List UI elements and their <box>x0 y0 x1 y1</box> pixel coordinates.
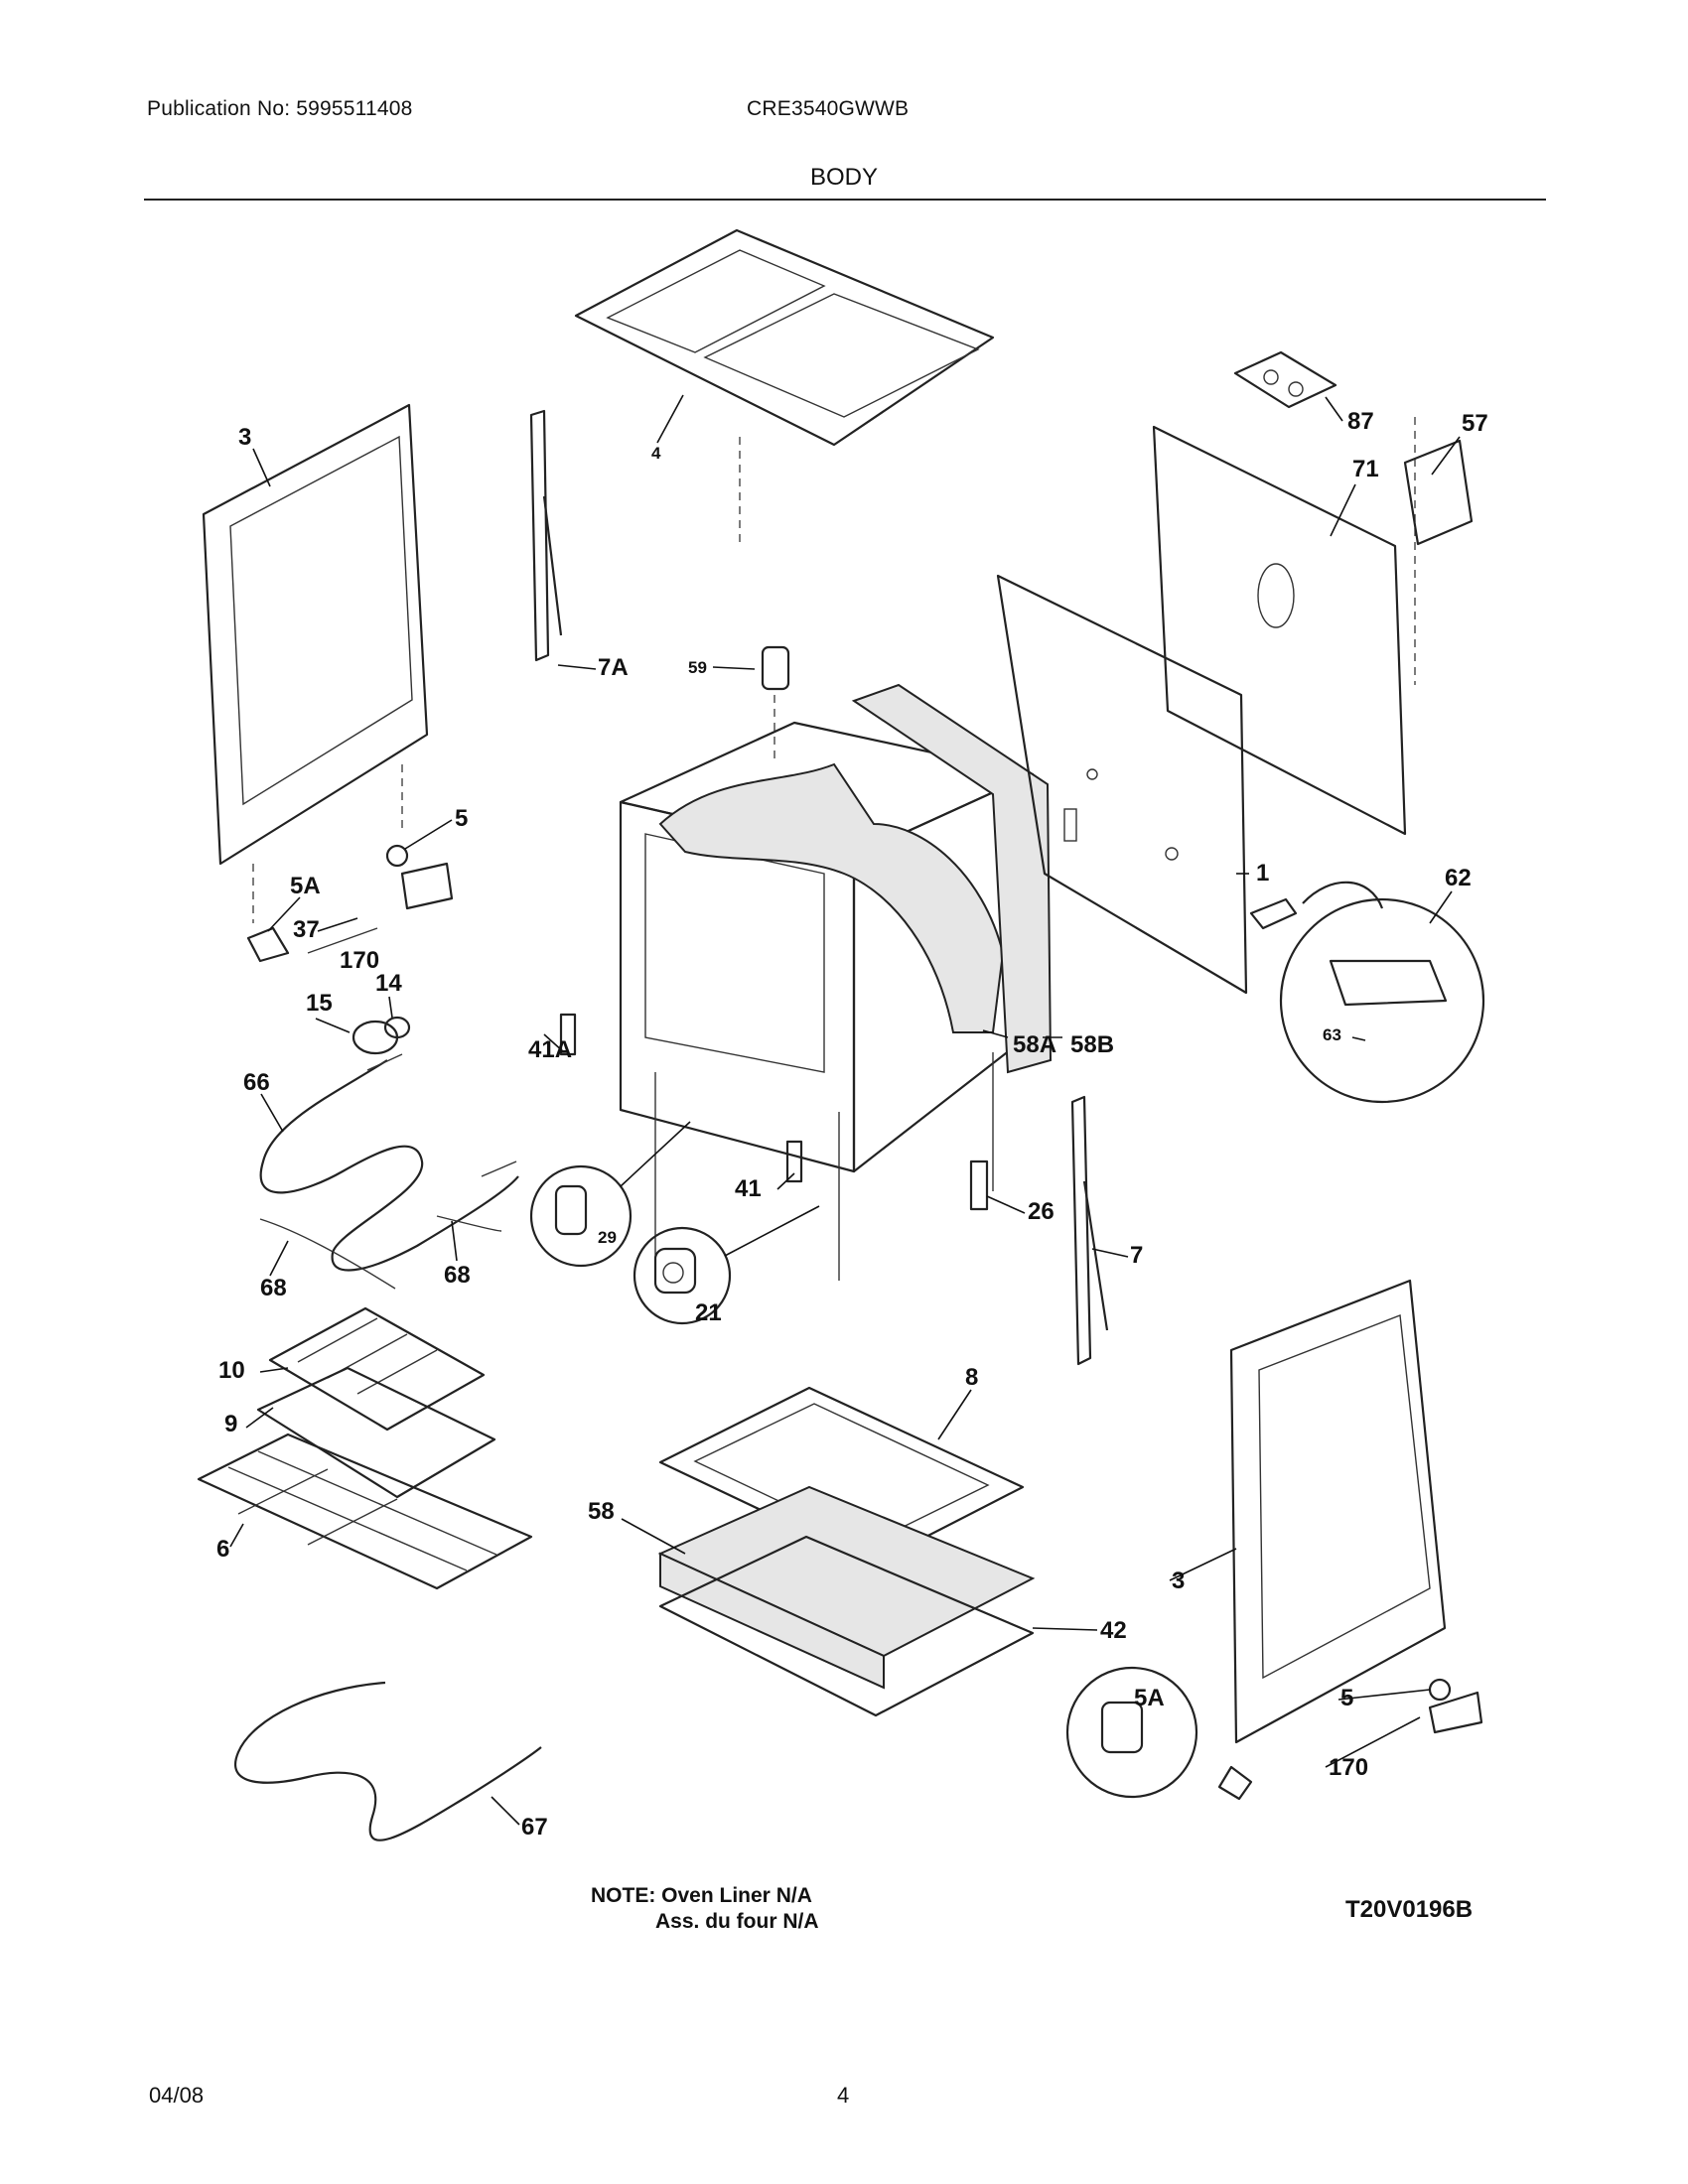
gasket-part <box>1233 350 1337 409</box>
page-number: 4 <box>837 2083 850 2108</box>
broil-element-part <box>259 1053 519 1272</box>
publication-number: Publication No: 5995511408 <box>147 97 413 120</box>
left-hinge-part <box>529 409 563 662</box>
rear-cover-part <box>1152 417 1416 836</box>
bracket-41-part <box>785 1140 803 1183</box>
callout-label: 57 <box>1462 410 1488 437</box>
callout-label: 9 <box>224 1411 237 1437</box>
insulation-pad-part <box>657 1485 1036 1690</box>
broiler-insert-part <box>268 1306 486 1432</box>
oven-liner-note-en: NOTE: Oven Liner N/A <box>591 1884 812 1907</box>
connector-inset-21 <box>633 1205 820 1325</box>
header-divider <box>144 199 1546 201</box>
callout-label: 21 <box>695 1299 722 1326</box>
oven-rack-part <box>197 1433 533 1590</box>
callout-label: 10 <box>218 1357 245 1384</box>
back-panel-part <box>996 574 1248 995</box>
top-cover-part <box>574 228 995 548</box>
page-title: BODY <box>809 164 878 191</box>
callout-label: 58 <box>588 1498 615 1525</box>
broiler-pan-part <box>256 1366 496 1499</box>
callout-label: 5 <box>455 805 468 832</box>
callout-label: 66 <box>243 1069 270 1096</box>
callout-label: 170 <box>1329 1754 1368 1781</box>
callout-label: 58B <box>1070 1031 1114 1058</box>
diagram-code: T20V0196B <box>1345 1896 1474 1923</box>
connector-inset-29 <box>529 1121 691 1268</box>
callout-label: 29 <box>598 1228 617 1247</box>
callout-label: 87 <box>1347 408 1374 435</box>
callout-label: 15 <box>306 990 333 1017</box>
callout-label: 6 <box>216 1536 229 1563</box>
callout-label: 7A <box>598 654 629 681</box>
left-side-panel-part <box>202 403 429 923</box>
callout-label: 58A <box>1013 1031 1056 1058</box>
callout-label: 7 <box>1130 1242 1143 1269</box>
callout-label: 67 <box>521 1814 548 1841</box>
callout-label: 170 <box>340 947 379 974</box>
right-side-panel-part <box>1229 1279 1447 1744</box>
callout-label: 26 <box>1028 1198 1055 1225</box>
callout-label: 42 <box>1100 1617 1127 1644</box>
callout-label: 37 <box>293 916 320 943</box>
model-number: CRE3540GWWB <box>747 97 910 120</box>
callout-label: 59 <box>688 658 707 677</box>
leveling-leg-inset <box>1065 1666 1253 1801</box>
bracket-41a-part <box>559 1013 577 1056</box>
footer-date: 04/08 <box>149 2083 205 2108</box>
right-leg-part <box>1428 1678 1483 1734</box>
callout-label: 41A <box>528 1036 572 1063</box>
callout-label: 14 <box>375 970 402 997</box>
bottom-panel-part <box>658 1535 1035 1717</box>
side-insulation-part <box>851 683 1053 1074</box>
callout-label: 3 <box>238 424 251 451</box>
callout-label: 63 <box>1323 1025 1341 1044</box>
bracket-26-part <box>969 1160 989 1211</box>
oven-liner-note-fr: Ass. du four N/A <box>655 1910 819 1933</box>
bake-element-part <box>234 1681 542 1842</box>
callout-label: 8 <box>965 1364 978 1391</box>
callout-label: 3 <box>1172 1568 1185 1594</box>
cover-plate-part <box>1403 439 1474 546</box>
callout-label: 41 <box>735 1175 762 1202</box>
post-part <box>761 645 790 764</box>
callout-label: 5A <box>290 873 321 899</box>
leader-lines <box>229 394 1461 1826</box>
callout-label: 71 <box>1352 456 1379 482</box>
left-leg-part <box>246 844 454 1055</box>
callout-label: 5A <box>1134 1685 1165 1711</box>
callout-label: 4 <box>651 444 661 463</box>
callout-label: 68 <box>444 1262 471 1289</box>
callout-label: 1 <box>1256 860 1269 887</box>
terminal-block-inset <box>1249 881 1485 1104</box>
wire-68-part <box>259 1215 502 1290</box>
callout-label: 68 <box>260 1275 287 1301</box>
callout-label: 62 <box>1445 865 1472 891</box>
right-hinge-part <box>1070 1095 1109 1366</box>
